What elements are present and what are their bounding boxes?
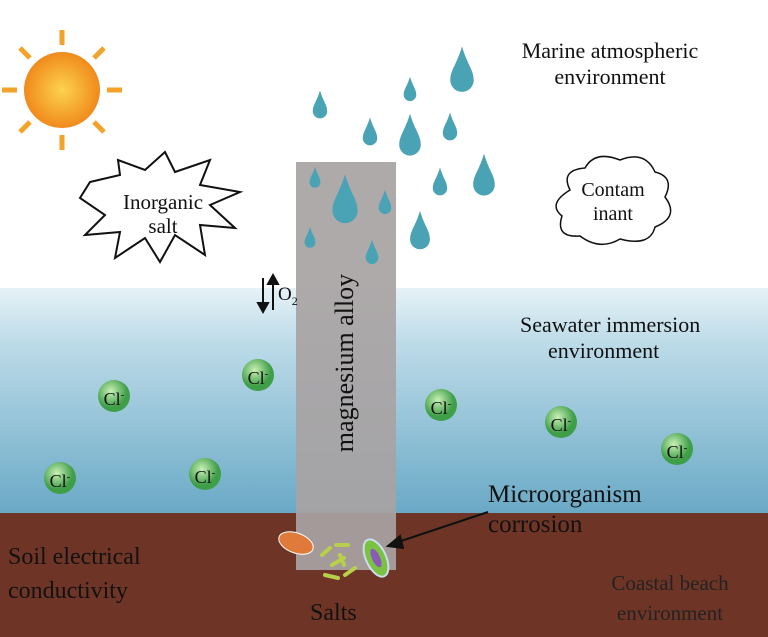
chloride-ion [44,462,76,494]
inorganic-salt-burst [78,150,244,264]
salts-label: Salts [310,600,357,626]
rain-drop [304,226,316,248]
rain-drop [309,166,321,188]
rain-drop [410,210,430,250]
chloride-ion-label: Cl- [103,389,125,409]
alloy-label: magnesium alloy [330,273,359,453]
chloride-ion [425,389,457,421]
rain-drop [450,46,474,92]
rain-drop [403,76,417,102]
chloride-ion-label: Cl- [247,368,269,388]
rain-drop [362,117,378,146]
chloride-ion [661,433,693,465]
rain-drops [304,46,495,265]
rain-drop [442,112,458,141]
chloride-ion [98,380,130,412]
chloride-ion-label: Cl- [550,415,572,435]
chloride-ion [189,458,221,490]
chloride-ion-label: Cl- [666,442,688,462]
contaminant-cloud [555,155,672,245]
chloride-ion-label: Cl- [194,467,216,487]
rain-drop [332,174,358,224]
microorganisms [278,531,390,580]
chloride-ion-label: Cl- [430,398,452,418]
rain-drop [365,239,379,265]
rain-drop [378,189,392,215]
chloride-ion [545,406,577,438]
chloride-ion-label: Cl- [49,471,71,491]
magnesium-alloy-bar [296,162,396,570]
microorganism-pointer-arrow [385,511,489,550]
rain-drop [399,113,421,156]
o2-exchange-arrows-icon [256,272,280,315]
rain-drop [473,153,495,196]
chloride-ion [242,359,274,391]
sun-icon [2,30,122,150]
o2-label: O2 [278,284,298,308]
rain-drop [312,90,328,119]
rain-drop [432,167,448,196]
